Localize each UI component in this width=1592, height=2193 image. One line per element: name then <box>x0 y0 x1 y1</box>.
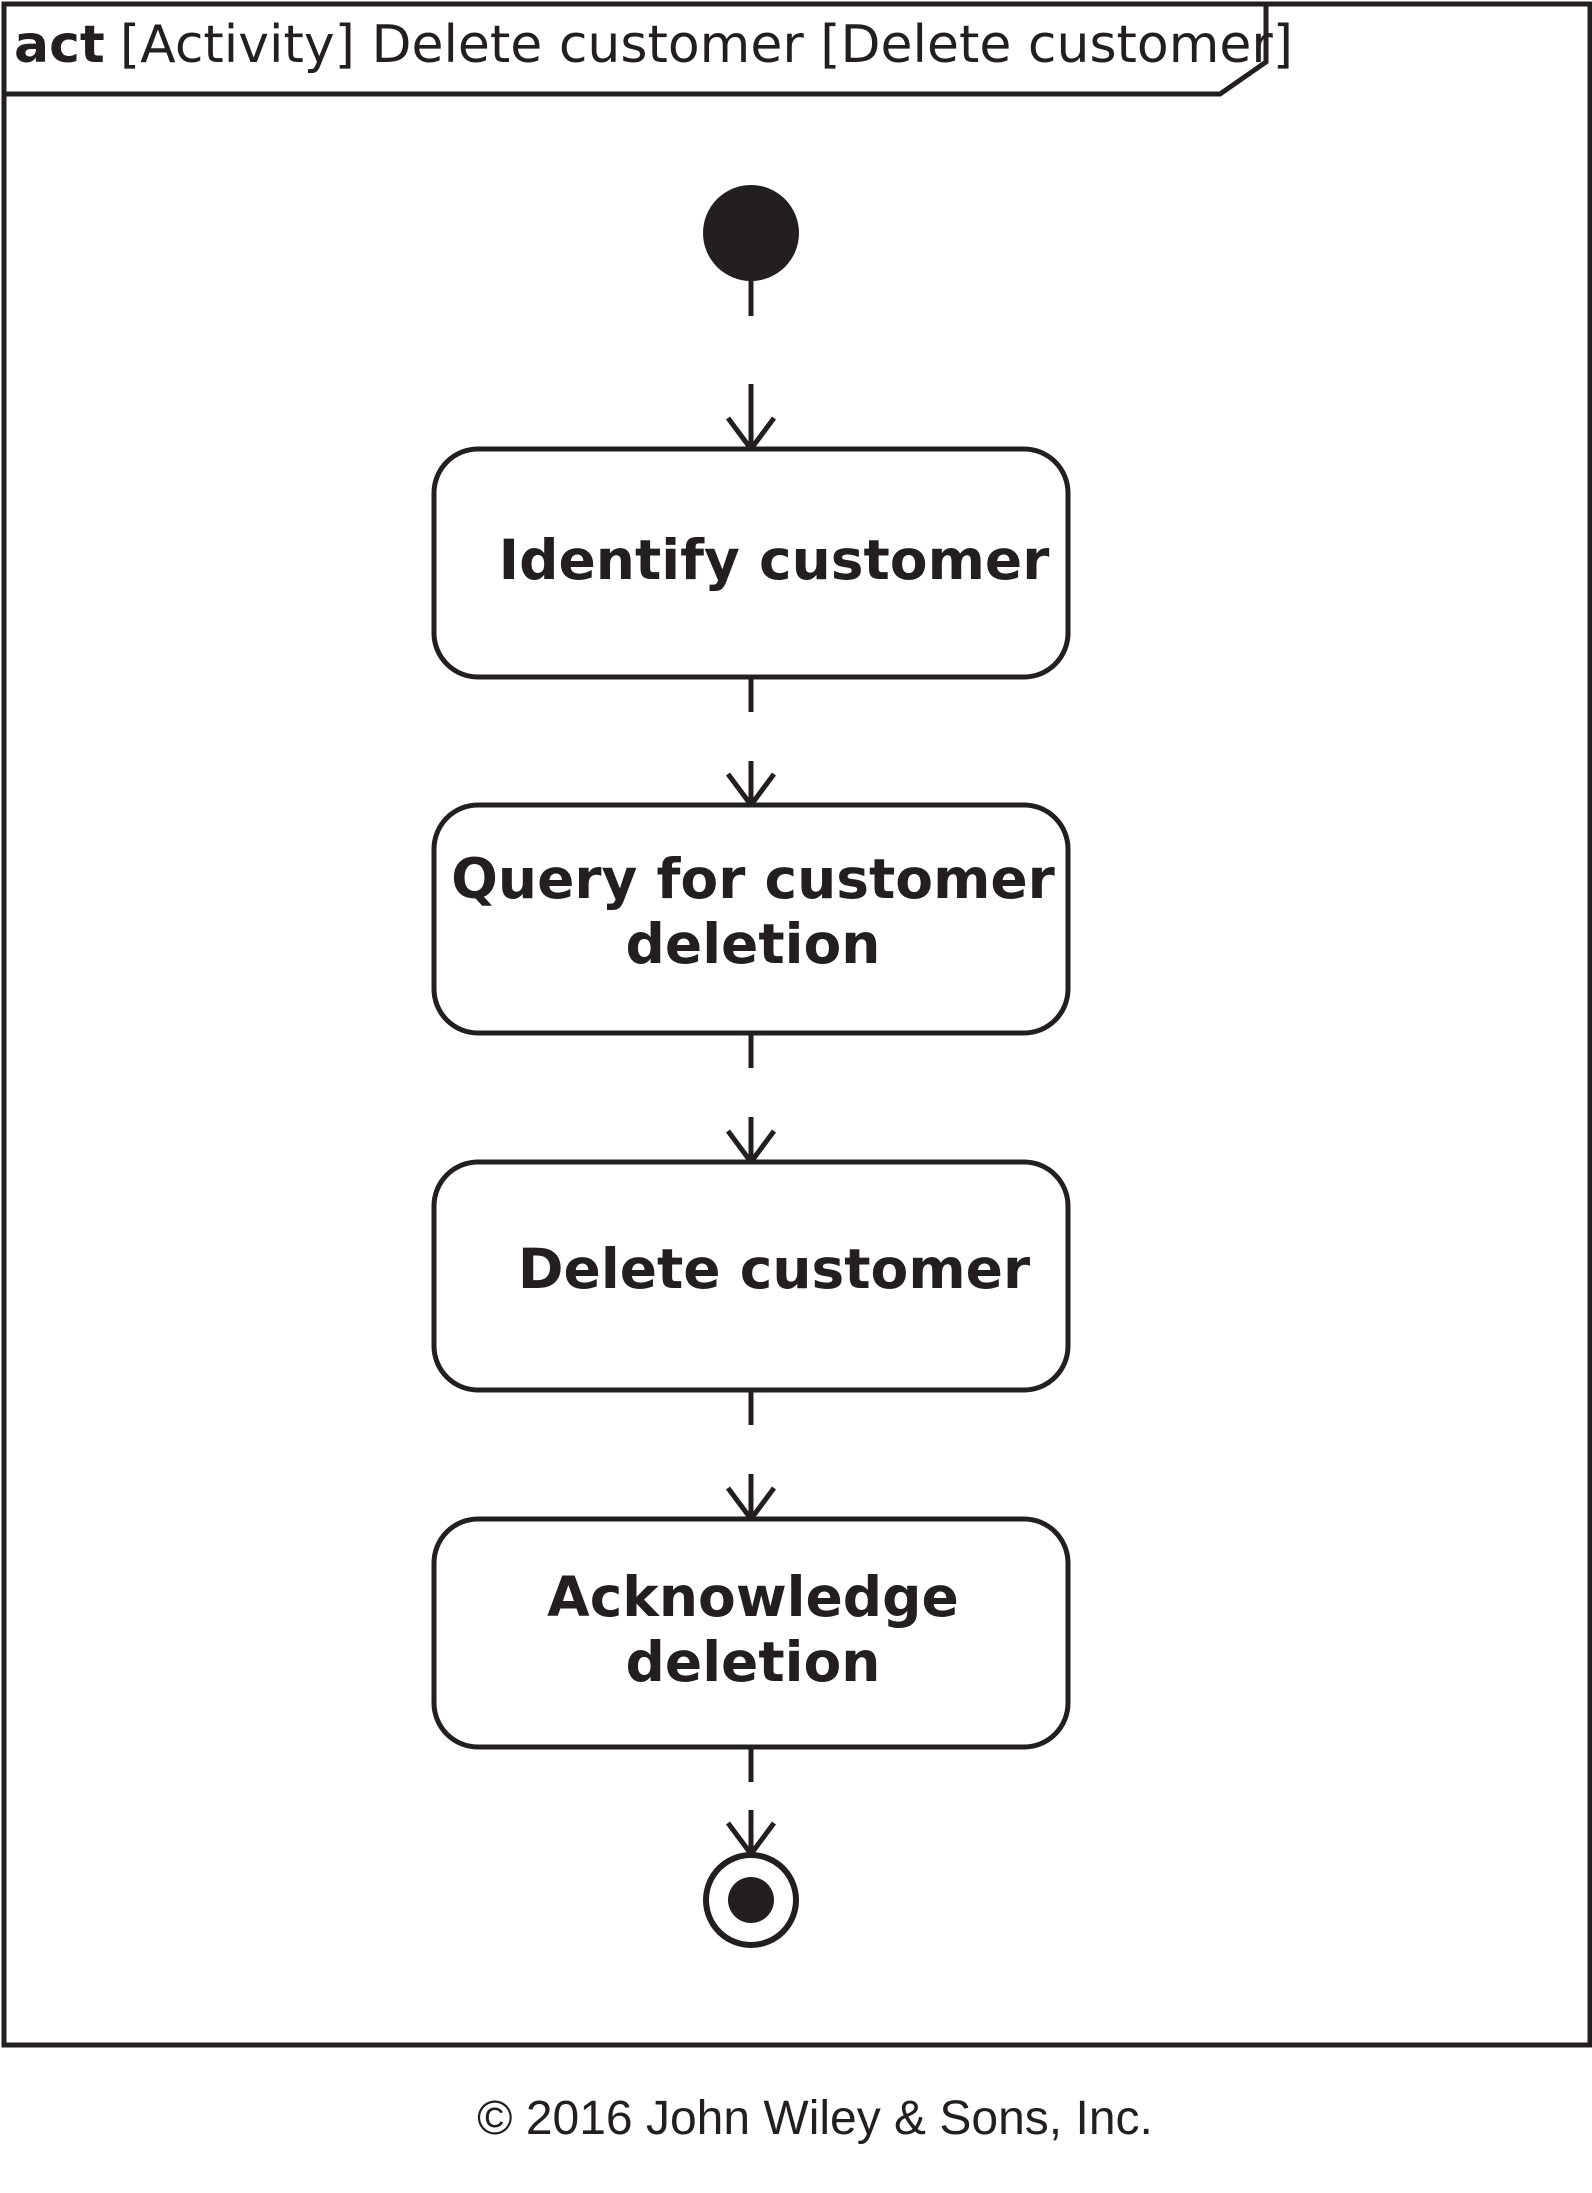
initial-node <box>703 185 799 281</box>
final-node <box>703 1852 799 1948</box>
frame-keyword: act <box>14 15 105 75</box>
action-query-customer-deletion: Query for customer deletion <box>431 802 1071 1036</box>
action-label-line-1: Query for customer <box>451 847 1055 911</box>
action-delete-customer: Delete customer <box>431 1159 1071 1393</box>
frame-title: [Activity] Delete customer [Delete custo… <box>120 15 1293 75</box>
frame-header: act [Activity] Delete customer [Delete c… <box>14 15 1293 75</box>
action-label: Identify customer <box>499 528 1050 592</box>
frame-header-tab <box>4 4 1269 97</box>
action-label: Delete customer <box>518 1237 1030 1301</box>
copyright-notice: © 2016 John Wiley & Sons, Inc. <box>477 2092 1153 2145</box>
action-label-line-2: deletion <box>626 1630 881 1694</box>
action-label-line-1: Acknowledge <box>547 1565 959 1629</box>
action-acknowledge-deletion: Acknowledge deletion <box>431 1516 1071 1750</box>
final-node-dot <box>728 1877 774 1923</box>
action-identify-customer: Identify customer <box>431 446 1071 680</box>
action-label-line-2: deletion <box>626 912 881 976</box>
diagram-frame <box>1 1 1592 2048</box>
